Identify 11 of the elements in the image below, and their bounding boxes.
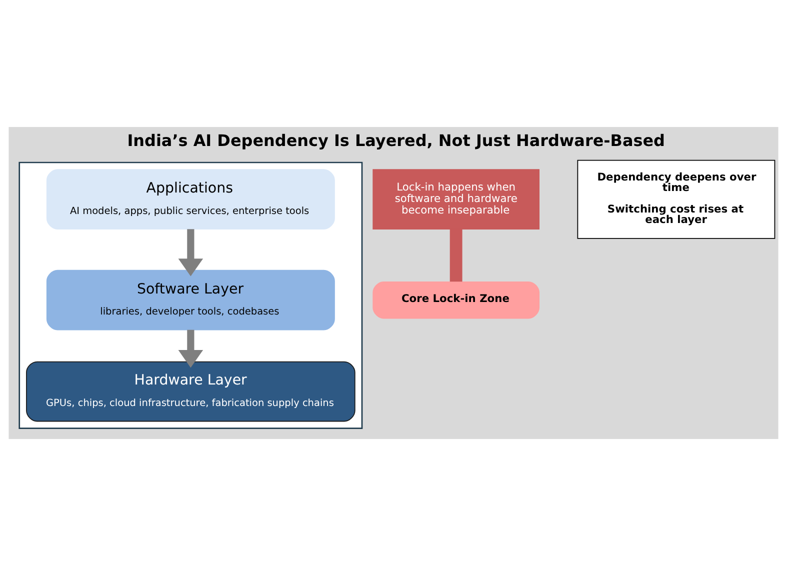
arrow	[178, 229, 204, 276]
cluster	[18, 162, 363, 430]
arrow	[178, 330, 204, 368]
diagram-title: India’s AI Dependency Is Layered, Not Just Hardware-Based	[127, 130, 666, 150]
node-box: Software Layer libraries, developer tools, codebases	[46, 270, 335, 330]
node-box: Core Lock-in Zone	[372, 281, 540, 319]
node-box: Dependency deepens over time Switching cost rises at each layer	[577, 160, 776, 239]
node-box: Applications AI models, apps, public services, enterprise tools	[46, 169, 335, 230]
connector	[450, 229, 462, 282]
node-box: Hardware Layer GPUs, chips, cloud infrastructure, fabrication supply chains	[26, 361, 356, 422]
node-box: Lock-in happens when software and hardware become inseparable	[372, 169, 540, 230]
